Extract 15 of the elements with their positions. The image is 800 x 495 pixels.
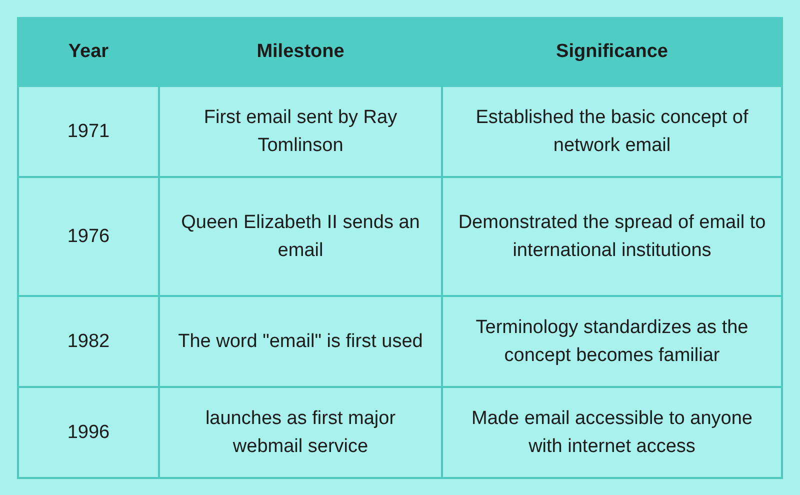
table-cell: Made email accessible to anyone with internet access xyxy=(442,387,782,478)
table-cell: Demonstrated the spread of email to international institutions xyxy=(442,177,782,296)
table-cell: 1996 xyxy=(18,387,159,478)
column-header: Significance xyxy=(442,18,782,86)
table-cell: Established the basic concept of network email xyxy=(442,86,782,177)
table-cell: The word "email" is first used xyxy=(159,296,442,387)
table-cell: Queen Elizabeth II sends an email xyxy=(159,177,442,296)
table-cell: launches as first major webmail service xyxy=(159,387,442,478)
table-cell: 1982 xyxy=(18,296,159,387)
column-header: Year xyxy=(18,18,159,86)
column-header: Milestone xyxy=(159,18,442,86)
table-cell: 1976 xyxy=(18,177,159,296)
table-cell: First email sent by Ray Tomlinson xyxy=(159,86,442,177)
table-cell: 1971 xyxy=(18,86,159,177)
table-cell: Terminology standardizes as the concept becomes familiar xyxy=(442,296,782,387)
